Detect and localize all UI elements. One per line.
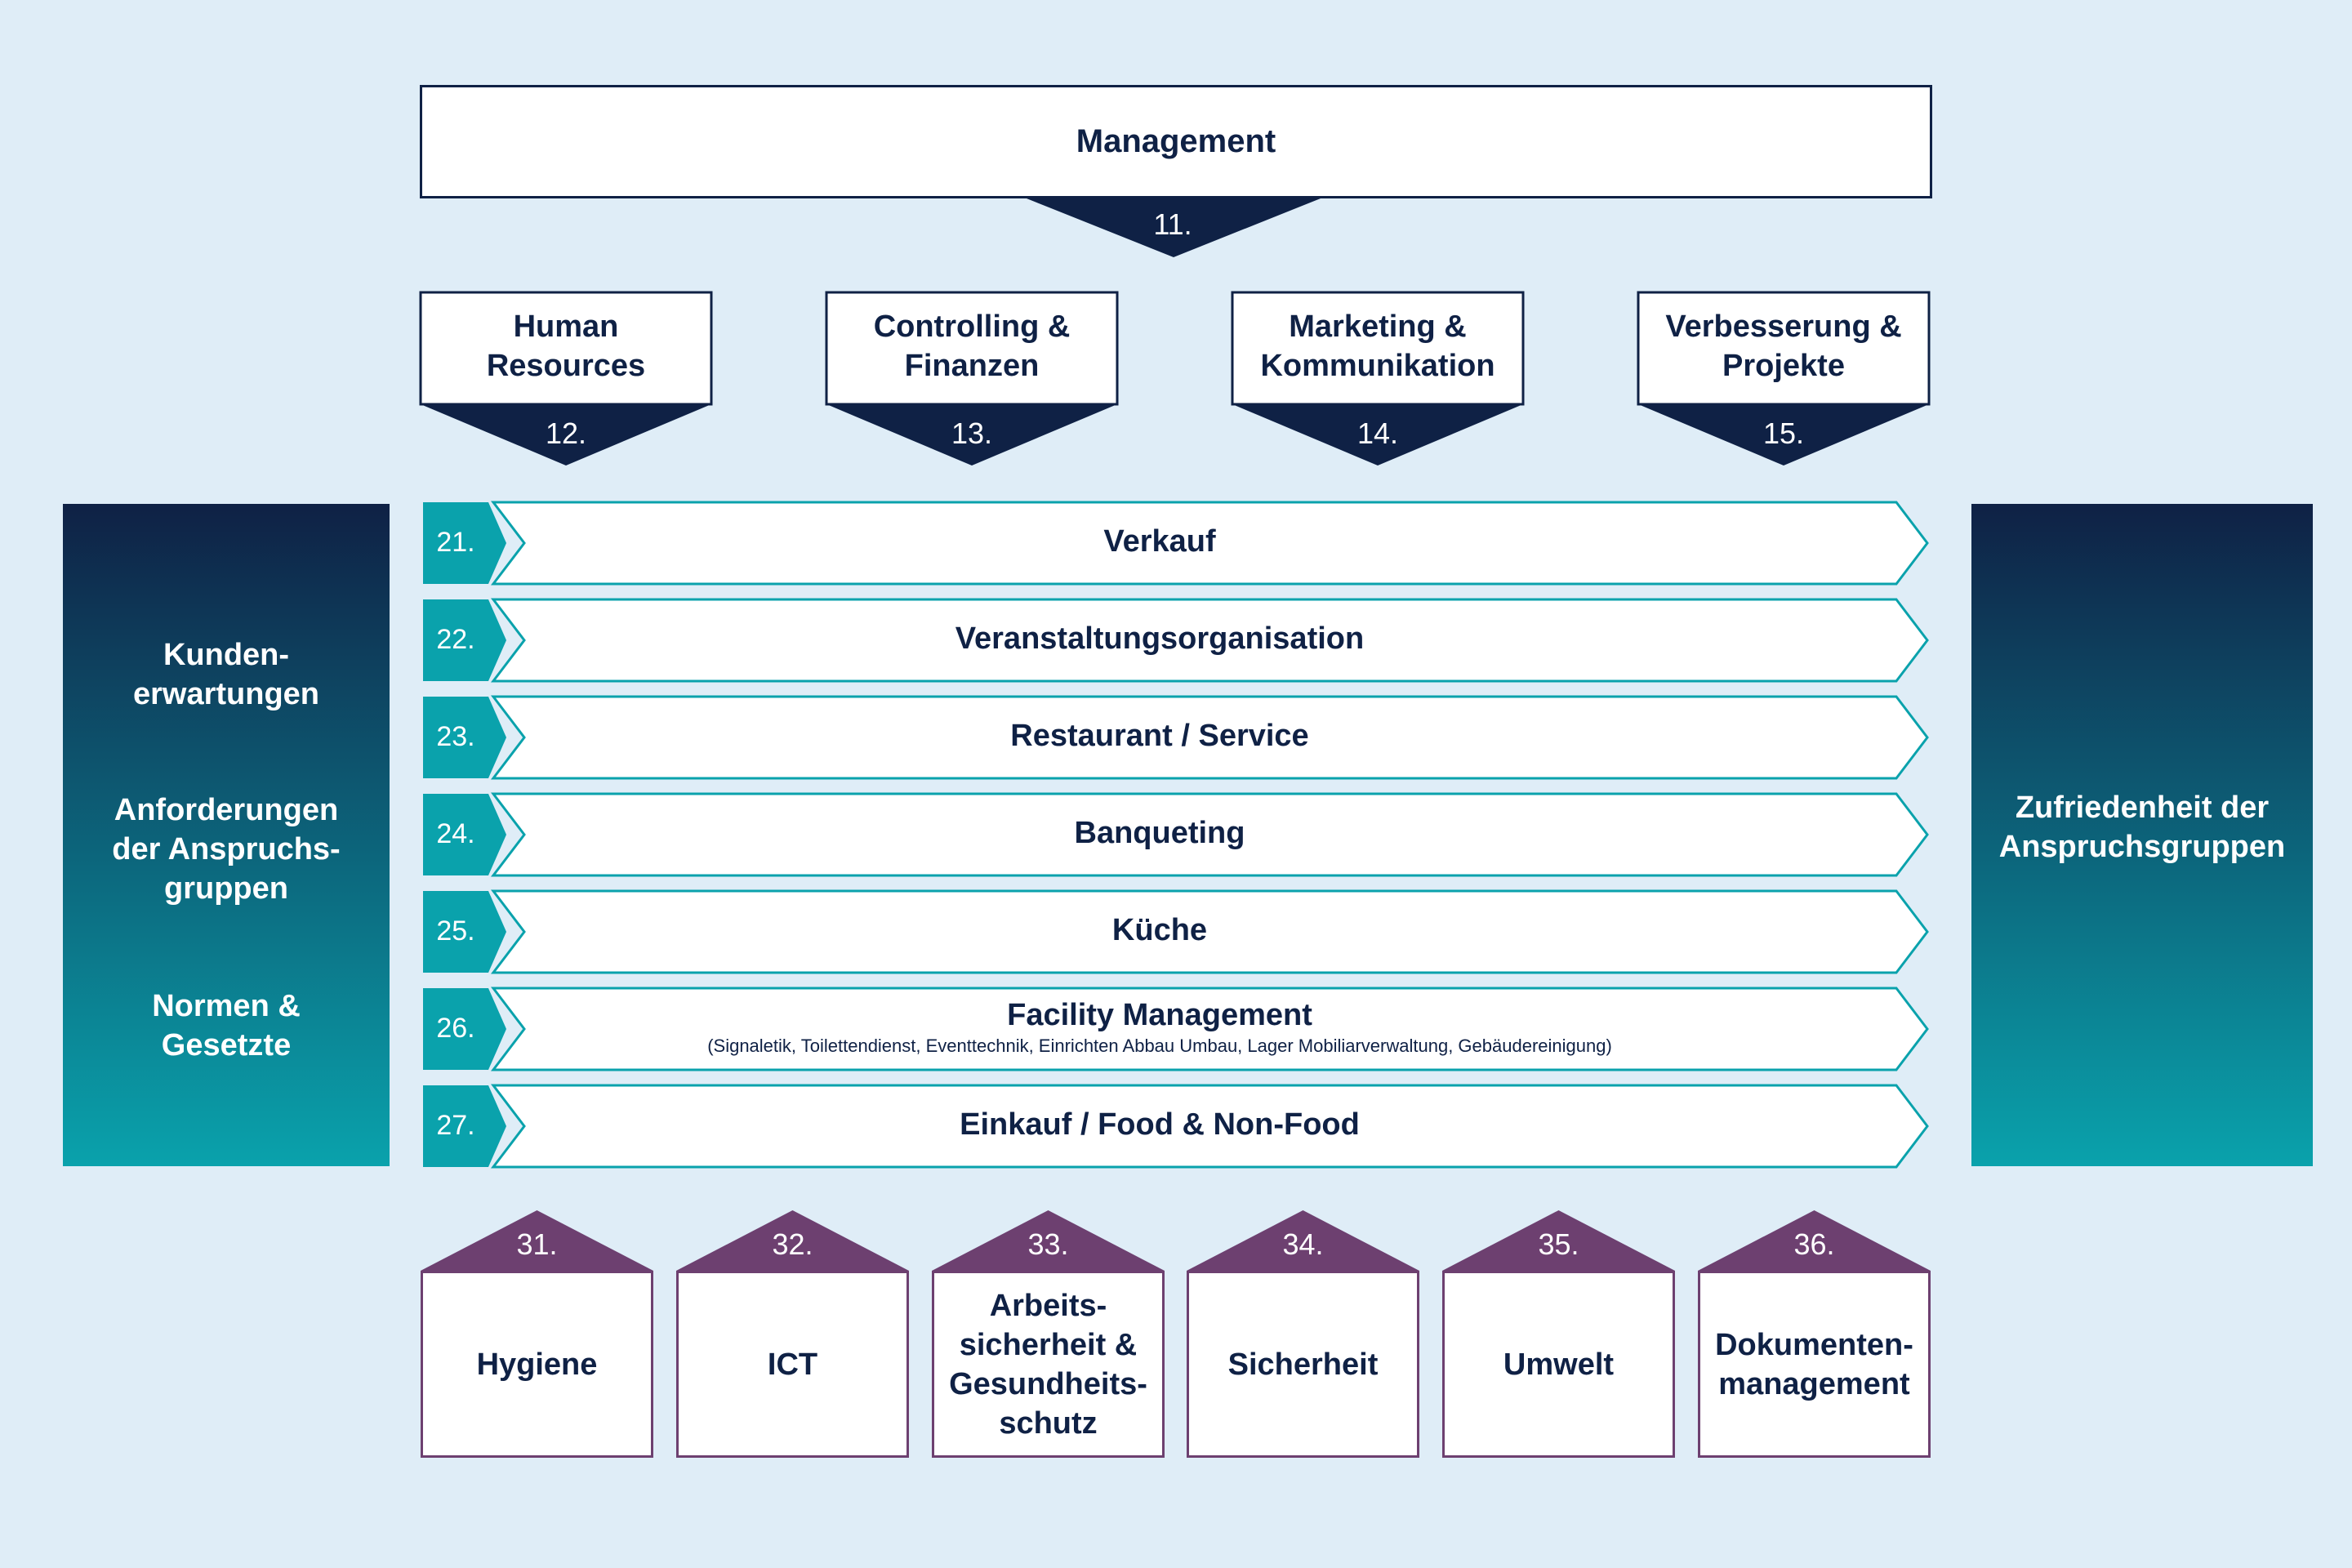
management-arrow — [1027, 198, 1321, 257]
left-panel-item: Anforderungen der Anspruchs- gruppen — [112, 793, 341, 906]
process-arrow — [490, 987, 1929, 1071]
leadership-number: 15. — [1762, 416, 1805, 450]
right-panel-bg — [1971, 504, 2313, 1166]
process-arrow — [490, 598, 1929, 683]
process-label: Verkauf — [1103, 524, 1216, 559]
right-panel-label: Zufriedenheit der Anspruchsgruppen — [1998, 791, 2286, 864]
process-label: Veranstaltungsorganisation — [955, 621, 1365, 656]
left-panel-item: Normen & Gesetzte — [152, 989, 301, 1062]
support-number: 36. — [1793, 1227, 1835, 1261]
support-number: 34. — [1282, 1227, 1324, 1261]
process-number-tab — [423, 502, 506, 584]
process-arrow — [490, 792, 1929, 877]
process-arrow — [490, 1084, 1929, 1169]
support-box: Hygiene — [421, 1271, 653, 1458]
support-number: 32. — [772, 1227, 813, 1261]
support-number: 31. — [516, 1227, 558, 1261]
left-panel-item: Kunden- erwartungen — [132, 638, 320, 711]
support-roof — [1442, 1210, 1675, 1271]
support-number: 35. — [1538, 1227, 1579, 1261]
leadership-label: Human Resources — [486, 309, 646, 383]
support-box: ICT — [676, 1271, 909, 1458]
support-roof — [932, 1210, 1165, 1271]
process-number: 22. — [436, 624, 475, 655]
leadership-box — [1637, 291, 1931, 406]
support-box: Sicherheit — [1187, 1271, 1419, 1458]
leadership-number: 12. — [545, 416, 587, 450]
process-number: 24. — [436, 818, 475, 849]
leadership-arrow — [1232, 404, 1523, 466]
leadership-box — [825, 291, 1119, 406]
process-label: Einkauf / Food & Non-Food — [960, 1107, 1360, 1142]
process-arrow — [490, 695, 1929, 780]
process-number: 21. — [436, 527, 475, 558]
support-number: 33. — [1027, 1227, 1069, 1261]
support-box: Dokumenten- management — [1698, 1271, 1931, 1458]
support-roof — [1187, 1210, 1419, 1271]
leadership-label: Controlling & Finanzen — [873, 309, 1071, 383]
support-box: Arbeits- sicherheit & Gesundheits- schut… — [932, 1271, 1165, 1458]
process-arrow — [490, 501, 1929, 586]
process-number-tab — [423, 1085, 506, 1167]
leadership-label: Marketing & Kommunikation — [1260, 309, 1495, 383]
leadership-arrow — [826, 404, 1117, 466]
process-number: 26. — [436, 1013, 475, 1044]
process-number-tab — [423, 794, 506, 875]
process-number: 27. — [436, 1110, 475, 1141]
support-roof — [676, 1210, 909, 1271]
management-number: 11. — [1153, 207, 1192, 241]
leadership-number: 14. — [1356, 416, 1399, 450]
process-number-tab — [423, 697, 506, 778]
left-panel-bg — [63, 504, 390, 1166]
management-label: Management — [1076, 123, 1276, 159]
leadership-number: 13. — [951, 416, 993, 450]
support-roof — [1698, 1210, 1931, 1271]
support-box: Umwelt — [1442, 1271, 1675, 1458]
process-number-tab — [423, 988, 506, 1070]
process-label: Facility Management — [1007, 998, 1312, 1032]
process-label: Banqueting — [1074, 816, 1245, 850]
process-number: 23. — [436, 721, 475, 752]
leadership-arrow — [1638, 404, 1929, 466]
process-number-tab — [423, 599, 506, 681]
process-label: Restaurant / Service — [1010, 719, 1309, 753]
process-label: Küche — [1111, 913, 1208, 947]
process-sublabel: (Signaletik, Toilettendienst, Eventtechn… — [707, 1036, 1612, 1056]
support-roof — [421, 1210, 653, 1271]
leadership-arrow — [421, 404, 711, 466]
leadership-label: Verbesserung & Projekte — [1665, 309, 1902, 383]
process-arrow — [490, 889, 1929, 974]
process-number-tab — [423, 891, 506, 973]
management-box: Management — [420, 85, 1932, 198]
process-number: 25. — [436, 915, 475, 947]
